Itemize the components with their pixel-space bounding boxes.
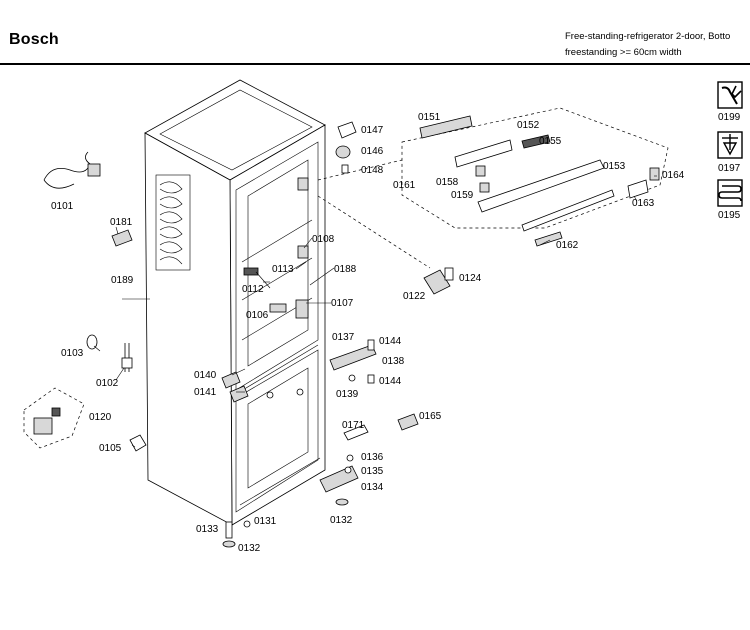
part-0101-shape — [43, 151, 91, 189]
label-0151: 0151 — [418, 112, 441, 123]
label-0107: 0107 — [331, 298, 354, 309]
model-description-line2: freestanding >= 60cm width — [565, 47, 682, 58]
label-0163: 0163 — [632, 198, 655, 209]
label-0105: 0105 — [99, 443, 122, 454]
label-0140: 0140 — [194, 370, 217, 381]
label-0137: 0137 — [332, 332, 355, 343]
label-0131: 0131 — [254, 516, 277, 527]
label-0158: 0158 — [436, 177, 459, 188]
leader-lines — [93, 175, 657, 448]
icon-label-0199: 0199 — [718, 112, 741, 123]
label-0171: 0171 — [342, 420, 365, 431]
label-0181: 0181 — [110, 217, 133, 228]
label-0188: 0188 — [334, 264, 357, 275]
label-0136: 0136 — [361, 452, 384, 463]
label-0113: 0113 — [272, 264, 294, 275]
label-0165: 0165 — [419, 411, 442, 422]
label-0134: 0134 — [361, 482, 384, 493]
label-0162: 0162 — [556, 240, 579, 251]
label-0153: 0153 — [603, 161, 626, 172]
label-0133: 0133 — [196, 524, 219, 535]
label-0139: 0139 — [336, 389, 359, 400]
label-0112: 0112 — [242, 284, 264, 295]
label-0147: 0147 — [361, 125, 384, 136]
label-0108: 0108 — [312, 234, 335, 245]
page-header: Bosch Free-standing-refrigerator 2-door,… — [0, 0, 750, 65]
part-0151-shape — [419, 115, 473, 139]
label-0189: 0189 — [111, 275, 134, 286]
brand-name: Bosch — [9, 31, 59, 48]
label-0103: 0103 — [61, 348, 84, 359]
label-0141: 0141 — [194, 387, 217, 398]
label-0144-lower: 0144 — [379, 376, 402, 387]
part-labels: 0101 0181 0189 0103 0102 0120 0105 0133 … — [51, 112, 685, 554]
funnel-arrow-icon — [717, 131, 743, 159]
label-0135: 0135 — [361, 466, 384, 477]
icon-label-0197: 0197 — [718, 163, 741, 174]
refrigerator-cabinet — [144, 79, 326, 526]
icon-label-0195: 0195 — [718, 210, 741, 221]
label-0124: 0124 — [459, 273, 482, 284]
label-0132-upper: 0132 — [330, 515, 353, 526]
repair-tools-icon — [717, 81, 743, 109]
model-description-line1: Free-standing-refrigerator 2-door, Botto — [565, 31, 731, 42]
icon-legend: 0199 0197 0195 — [717, 81, 743, 221]
label-0152: 0152 — [517, 120, 540, 131]
label-0120: 0120 — [89, 412, 112, 423]
label-0148: 0148 — [361, 165, 384, 176]
coil-icon — [717, 179, 743, 207]
label-0101: 0101 — [51, 201, 74, 212]
label-0138: 0138 — [382, 356, 405, 367]
label-0164: 0164 — [662, 170, 685, 181]
label-0102: 0102 — [96, 378, 119, 389]
label-0159: 0159 — [451, 190, 474, 201]
label-0155: 0155 — [539, 136, 562, 147]
label-0144-upper: 0144 — [379, 336, 402, 347]
label-0106: 0106 — [246, 310, 269, 321]
header-divider — [0, 63, 750, 65]
label-0161: 0161 — [393, 180, 416, 191]
label-0146: 0146 — [361, 146, 384, 157]
control-module-group-outline — [401, 107, 669, 229]
label-0122: 0122 — [403, 291, 426, 302]
label-0132-lower: 0132 — [238, 543, 261, 554]
